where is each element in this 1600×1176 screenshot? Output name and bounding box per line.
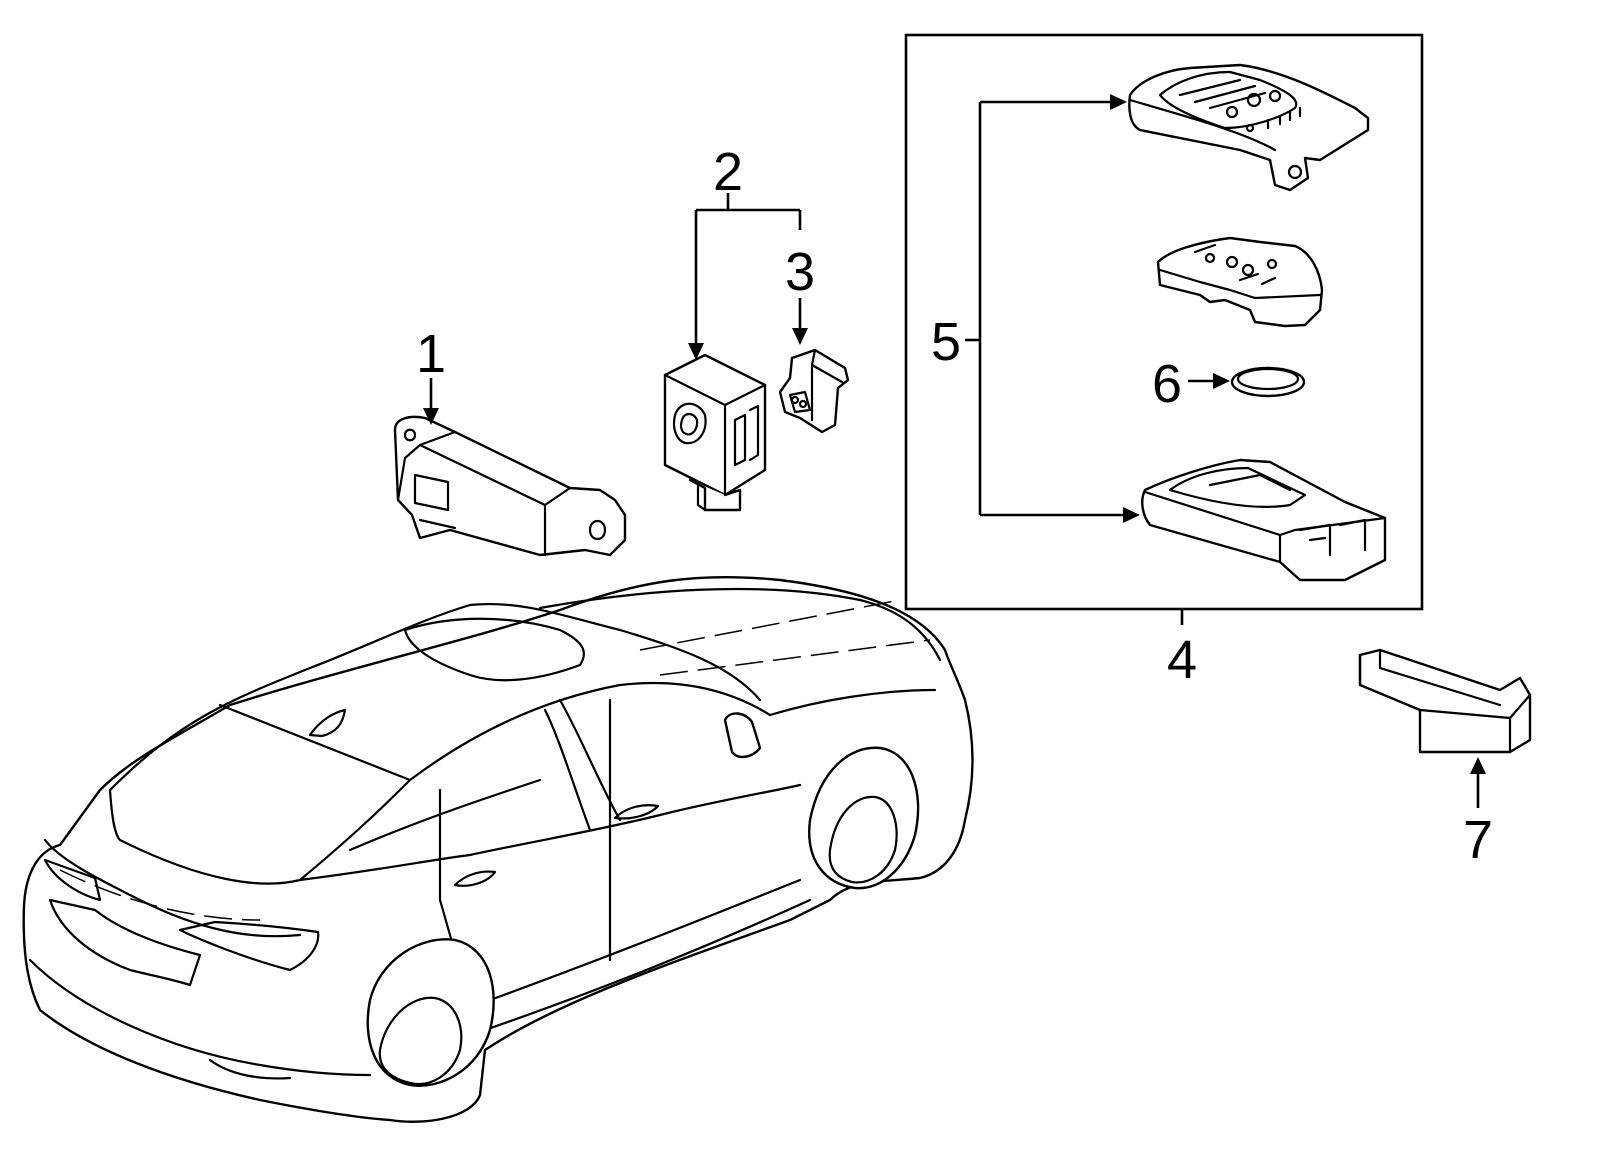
part-7-emergency-key [1358, 648, 1532, 754]
callout-3: 3 [785, 242, 815, 302]
callout-2: 2 [713, 142, 743, 202]
part-1-antenna-unit [393, 415, 627, 557]
part-5-key-fob-base [1141, 458, 1387, 582]
part-6-battery [1230, 366, 1306, 398]
callout-5: 5 [931, 312, 961, 372]
callout-1: 1 [416, 324, 446, 384]
callout-7: 7 [1463, 810, 1493, 870]
leader-lines [423, 94, 1486, 808]
vehicle-illustration [22, 575, 974, 1123]
part-5-key-fob-cover [1128, 63, 1370, 192]
callout-4: 4 [1167, 630, 1197, 690]
callout-6: 6 [1152, 354, 1182, 414]
circuit-board [1156, 236, 1324, 328]
part-3-connector-bracket [778, 348, 850, 434]
kit-box-4 [904, 33, 1424, 611]
part-2-control-module [663, 353, 767, 512]
